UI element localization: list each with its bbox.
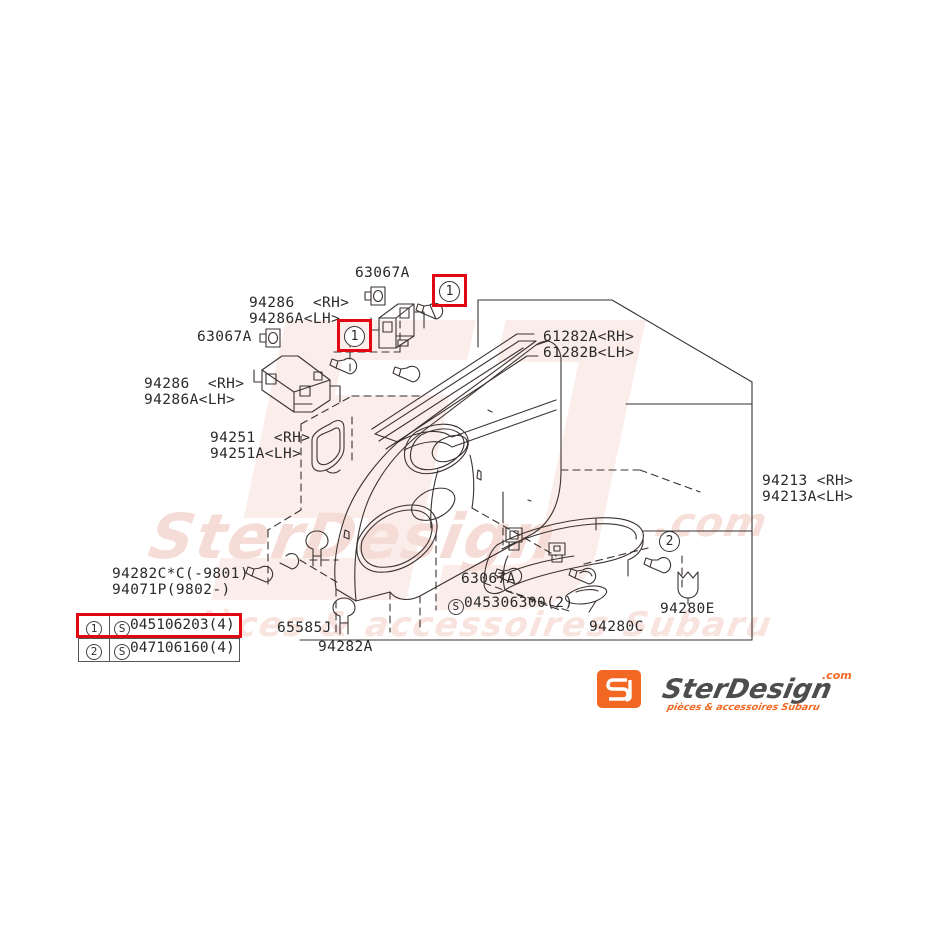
label-61282-line1: 61282A<RH> xyxy=(543,329,635,345)
label-94282A: 94282A xyxy=(318,639,373,655)
label-94286-upper-line1: 94286 <RH> xyxy=(249,295,350,311)
label-65585J: 65585J xyxy=(277,620,332,636)
highlight-box-callout-mid xyxy=(337,319,372,352)
label-94282C-line2: 94071P(9802-) xyxy=(112,581,231,598)
label-045306300-text: 045306300(2) xyxy=(464,595,574,611)
legend-row-1-key: 1 xyxy=(78,615,110,639)
label-63067A-left: 63067A xyxy=(197,329,252,345)
label-94282C-line1: 94282C*C(-9801) xyxy=(112,566,249,582)
label-94213: 94213 <RH> 94213A<LH> xyxy=(762,473,854,505)
legend-row-2-qty: (4) xyxy=(208,640,235,656)
legend-row-1-number: 045106203 xyxy=(130,617,209,633)
screw-symbol-icon: S xyxy=(114,621,130,637)
label-61282-line2: 61282B<LH> xyxy=(543,344,635,361)
logo-domain-text: .com xyxy=(822,669,852,682)
callout-marker-2[interactable]: 2 xyxy=(659,531,680,552)
label-94280C: 94280C xyxy=(589,619,644,635)
legend-row-2-number: 047106160 xyxy=(130,640,209,656)
legend-row-2-key: 2 xyxy=(78,638,110,662)
callout-marker-1-top[interactable]: 1 xyxy=(439,281,460,302)
label-63067A-top: 63067A xyxy=(355,265,410,281)
callout-marker-1-mid[interactable]: 1 xyxy=(344,326,365,347)
label-94286-lower: 94286 <RH> 94286A<LH> xyxy=(144,376,245,408)
label-94251-line1: 94251 <RH> xyxy=(210,430,311,446)
label-94282C: 94282C*C(-9801) 94071P(9802-) xyxy=(112,566,249,598)
callout-circle-1-icon: 1 xyxy=(86,621,102,637)
label-94286-lower-line2: 94286A<LH> xyxy=(144,391,236,408)
screw-symbol-icon: S xyxy=(114,644,130,660)
sterdesign-logo: SterDesign .com pièces & accessoires Sub… xyxy=(596,666,858,718)
label-61282: 61282A<RH> 61282B<LH> xyxy=(543,329,635,361)
label-63067A-mid: 63067A xyxy=(461,571,516,587)
label-94213-line1: 94213 <RH> xyxy=(762,473,854,489)
logo-wordmark-text: SterDesign xyxy=(660,674,835,705)
highlight-box-callout-top xyxy=(432,274,467,307)
label-94251: 94251 <RH> 94251A<LH> xyxy=(210,430,311,462)
label-94286-upper-line2: 94286A<LH> xyxy=(249,310,341,327)
label-94286-lower-line1: 94286 <RH> xyxy=(144,376,245,392)
callout-circle-2-icon: 2 xyxy=(86,644,102,660)
screw-symbol-icon: S xyxy=(448,599,464,615)
legend-row-1-qty: (4) xyxy=(208,617,235,633)
label-94286-upper: 94286 <RH> 94286A<LH> xyxy=(249,295,350,327)
label-94280E: 94280E xyxy=(660,601,715,617)
label-94251-line2: 94251A<LH> xyxy=(210,445,302,462)
logo-tagline-text: pièces & accessoires Subaru xyxy=(665,701,821,713)
label-94213-line2: 94213A<LH> xyxy=(762,488,854,505)
